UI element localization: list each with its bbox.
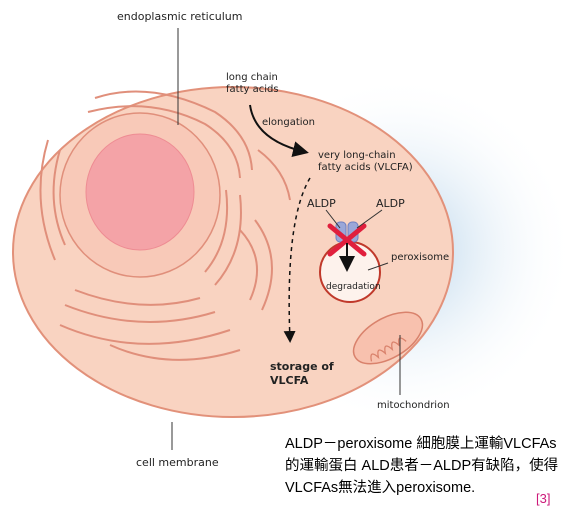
peroxisome-organelle xyxy=(320,242,380,302)
label-long-chain-fatty-acids: long chain fatty acids xyxy=(226,72,279,96)
label-cell-membrane: cell membrane xyxy=(136,456,219,470)
reference-marker: [3] xyxy=(536,491,550,506)
nucleus xyxy=(86,134,194,250)
label-peroxisome: peroxisome xyxy=(391,252,449,264)
label-aldp-left: ALDP xyxy=(307,197,336,211)
caption-line-1: ALDP－peroxisome 細胞膜上運輸VLCFAs xyxy=(285,433,577,455)
caption-line-2: 的運輸蛋白 ALD患者－ALDP有缺陷，使得 xyxy=(285,455,577,477)
label-storage-of-vlcfa: storage of VLCFA xyxy=(270,360,334,388)
label-aldp-right: ALDP xyxy=(376,197,405,211)
caption-line-3: VLCFAs無法進入peroxisome. xyxy=(285,477,577,499)
label-mitochondrion: mitochondrion xyxy=(377,400,450,412)
cell-body xyxy=(13,87,453,417)
caption: ALDP－peroxisome 細胞膜上運輸VLCFAs 的運輸蛋白 ALD患者… xyxy=(285,433,577,499)
label-endoplasmic-reticulum: endoplasmic reticulum xyxy=(117,10,242,24)
label-degradation: degradation xyxy=(326,281,381,293)
label-elongation: elongation xyxy=(262,117,315,129)
label-vlcfa: very long-chain fatty acids (VLCFA) xyxy=(318,150,413,174)
